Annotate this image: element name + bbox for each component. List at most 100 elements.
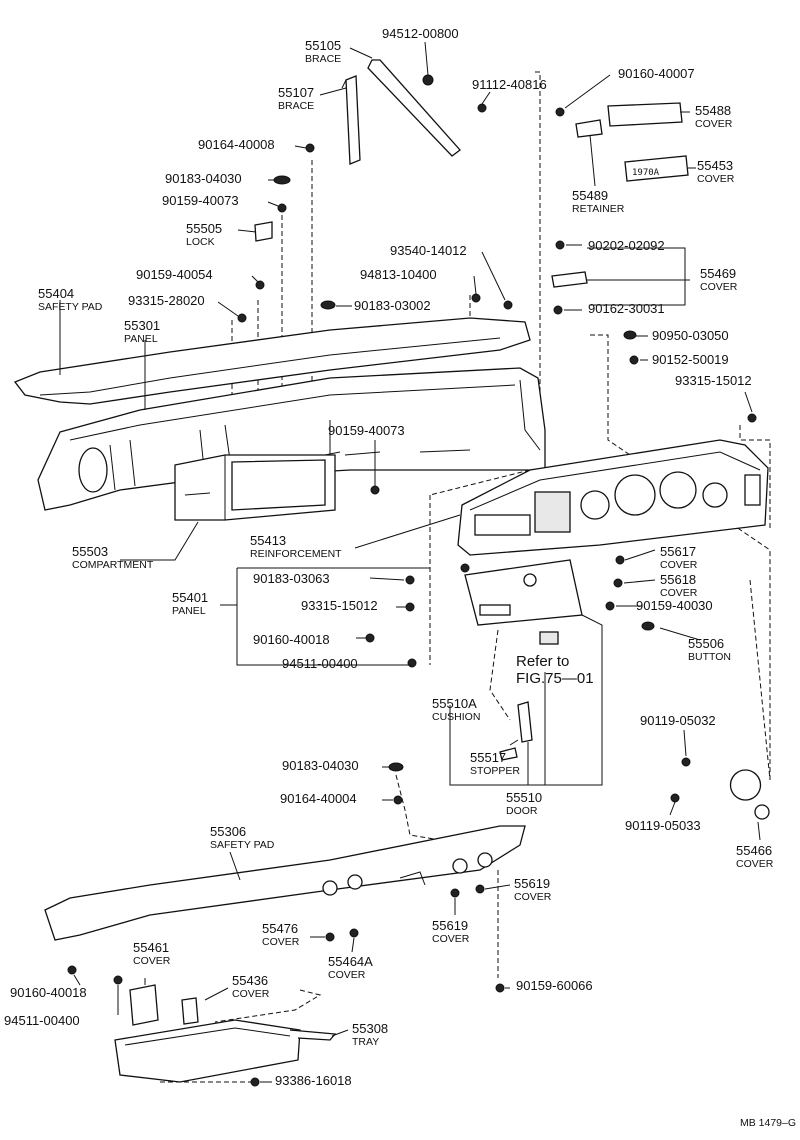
- part-name: COVER: [695, 118, 733, 130]
- solid-leaders: [59, 41, 761, 1083]
- reference-line-1: Refer to: [516, 653, 569, 670]
- braces: [341, 59, 461, 165]
- part-number: 55619: [432, 918, 468, 933]
- part-number: 55618: [660, 572, 696, 587]
- part-number: 55617: [660, 544, 696, 559]
- part-number: 90162-30031: [588, 301, 665, 316]
- part-number: 94511-00400: [4, 1013, 80, 1028]
- part-name: PANEL: [124, 333, 158, 345]
- part-number: 55464A: [328, 954, 373, 969]
- compartment-55503: [174, 454, 336, 521]
- part-number: 94813-10400: [360, 267, 437, 282]
- part-number: 90159-40073: [162, 193, 239, 208]
- part-number: 55413: [250, 533, 286, 548]
- part-number: 90164-40008: [198, 137, 275, 152]
- tray-55308: [114, 1019, 337, 1083]
- part-name: CUSHION: [432, 711, 480, 723]
- part-name: BUTTON: [688, 651, 731, 663]
- part-name: SAFETY PAD: [38, 301, 103, 313]
- part-number: 90160-40018: [253, 632, 330, 647]
- part-name: COVER: [660, 587, 698, 599]
- part-name: COVER: [262, 936, 300, 948]
- part-number: 93540-14012: [390, 243, 467, 258]
- part-number: 90159-40073: [328, 423, 405, 438]
- part-name: COVER: [133, 955, 171, 967]
- part-number: 55476: [262, 921, 298, 936]
- safety-pad-55306: [44, 825, 526, 941]
- part-name: COVER: [736, 858, 774, 870]
- part-number: 55510: [506, 790, 542, 805]
- part-number: 55453: [697, 158, 733, 173]
- reference-line-2: FIG.75—01: [516, 670, 594, 687]
- part-name: SAFETY PAD: [210, 839, 275, 851]
- part-name: COVER: [697, 173, 735, 185]
- part-number: 55466: [736, 843, 772, 858]
- drawing-code: MB 1479–G: [740, 1117, 796, 1129]
- upper-panel-55301: [37, 367, 546, 511]
- part-number: 94512-00800: [382, 26, 459, 41]
- part-number: 93315-15012: [675, 373, 752, 388]
- part-name: TRAY: [352, 1036, 379, 1048]
- part-number: 55503: [72, 544, 108, 559]
- part-number: 55306: [210, 824, 246, 839]
- part-callouts: 55105BRACE94512-0080055107BRACE91112-408…: [4, 26, 774, 1088]
- part-number: 55517: [470, 750, 506, 765]
- door-55510: [464, 559, 583, 645]
- part-number: 55488: [695, 103, 731, 118]
- part-number: 90183-04030: [282, 758, 359, 773]
- safety-pad-55404: [13, 317, 531, 405]
- part-number: 55506: [688, 636, 724, 651]
- part-name: PANEL: [172, 605, 206, 617]
- part-number: 55301: [124, 318, 160, 333]
- part-name: COMPARTMENT: [72, 559, 154, 571]
- part-number: 90164-40004: [280, 791, 357, 806]
- part-number: 94511-00400: [282, 656, 358, 671]
- part-number: 90159-40054: [136, 267, 213, 282]
- part-number: 55469: [700, 266, 736, 281]
- part-name: COVER: [514, 891, 552, 903]
- small-covers: 1970A: [129, 102, 770, 1026]
- part-number: 90950-03050: [652, 328, 729, 343]
- part-number: 55461: [133, 940, 169, 955]
- part-number: 55401: [172, 590, 208, 605]
- part-number: 90160-40018: [10, 985, 87, 1000]
- part-number: 90160-40007: [618, 66, 695, 81]
- part-name: BRACE: [305, 53, 341, 65]
- part-number: 55404: [38, 286, 74, 301]
- part-number: 55436: [232, 973, 268, 988]
- part-number: 55619: [514, 876, 550, 891]
- part-number: 90119-05033: [625, 818, 701, 833]
- part-number: 91112-40816: [472, 77, 547, 92]
- part-number: 93315-28020: [128, 293, 205, 308]
- part-name: COVER: [700, 281, 738, 293]
- part-number: 55510A: [432, 696, 477, 711]
- part-name: COVER: [328, 969, 366, 981]
- part-number: 55308: [352, 1021, 388, 1036]
- part-number: 90159-40030: [636, 598, 713, 613]
- cover-marking: 1970A: [632, 168, 660, 178]
- reference-note: Refer to FIG.75—01: [516, 653, 594, 687]
- part-number: 90152-50019: [652, 352, 729, 367]
- part-number: 90119-05032: [640, 713, 716, 728]
- part-name: STOPPER: [470, 765, 520, 777]
- part-number: 93315-15012: [301, 598, 378, 613]
- part-number: 90183-04030: [165, 171, 242, 186]
- lower-panel-55401: [457, 439, 769, 556]
- part-number: 90159-60066: [516, 978, 593, 993]
- part-number: 55105: [305, 38, 341, 53]
- part-name: DOOR: [506, 805, 538, 817]
- part-number: 55107: [278, 85, 314, 100]
- part-number: 90202-02092: [588, 238, 665, 253]
- part-name: COVER: [432, 933, 470, 945]
- part-name: BRACE: [278, 100, 314, 112]
- part-name: REINFORCEMENT: [250, 548, 342, 560]
- part-name: RETAINER: [572, 203, 625, 215]
- part-name: COVER: [232, 988, 270, 1000]
- part-number: 90183-03063: [253, 571, 330, 586]
- part-number: 93386-16018: [275, 1073, 352, 1088]
- part-number: 90183-03002: [354, 298, 431, 313]
- part-name: COVER: [660, 559, 698, 571]
- part-number: 55505: [186, 221, 222, 236]
- part-name: LOCK: [186, 236, 215, 248]
